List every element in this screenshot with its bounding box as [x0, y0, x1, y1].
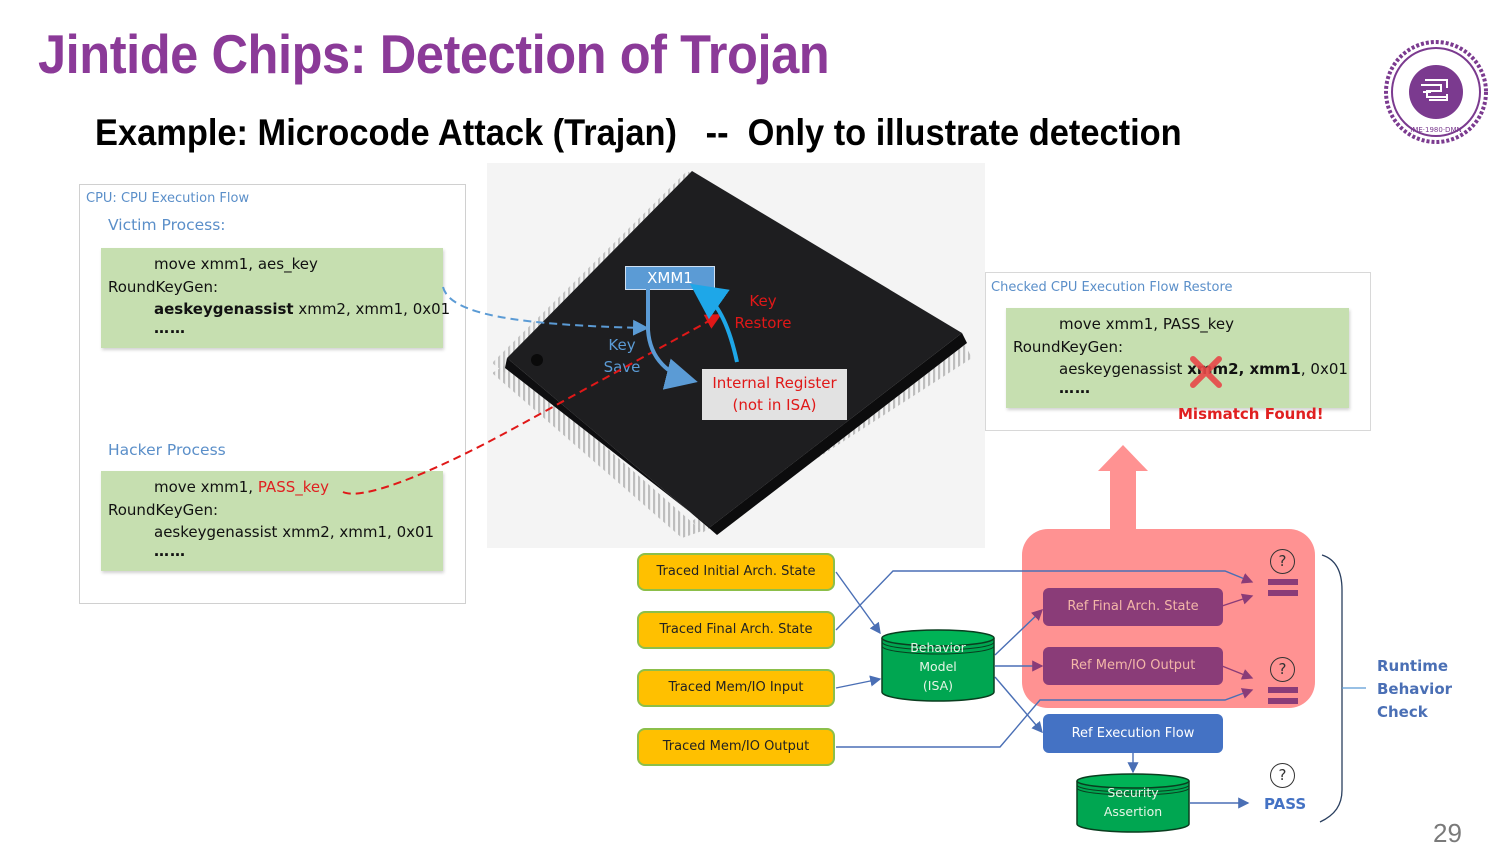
xmm1-register: XMM1	[625, 266, 715, 290]
question-icon: ?	[1270, 657, 1295, 682]
instruction-keyword: aeskeygenassist	[154, 300, 294, 318]
code-line: aeskeygenassist xmm2, xmm1, 0x01	[108, 298, 450, 321]
pass-key-highlight: PASS_key	[257, 478, 329, 496]
runtime-behavior-check-label: Runtime Behavior Check	[1377, 655, 1452, 724]
key-save-line1: Key	[608, 336, 636, 354]
question-icon: ?	[1270, 549, 1295, 574]
key-restore-line1: Key	[749, 292, 777, 310]
behavior-model-line1: Behavior	[910, 640, 966, 655]
operand-separator: ,	[1238, 360, 1250, 378]
victim-process-heading: Victim Process:	[108, 216, 226, 234]
security-assertion-line1: Security	[1107, 785, 1159, 800]
ref-final-arch-state: Ref Final Arch. State	[1043, 588, 1223, 626]
code-ellipsis: ……	[154, 541, 186, 560]
code-line: move xmm1, PASS_key	[1059, 315, 1234, 333]
runtime-check-brace	[1319, 554, 1343, 823]
code-ellipsis: ……	[1059, 378, 1091, 397]
internal-register-note: (not in ISA)	[732, 396, 817, 414]
pass-label: PASS	[1264, 795, 1307, 813]
question-icon: ?	[1270, 763, 1295, 788]
key-restore-line2: Restore	[734, 314, 792, 332]
svg-text:IME·1980·DMN: IME·1980·DMN	[1410, 126, 1461, 134]
checked-code-box: move xmm1, PASS_key RoundKeyGen: aeskeyg…	[1006, 308, 1349, 408]
instruction-keyword: aeskeygenassist	[1059, 360, 1188, 378]
traced-mem-io-input: Traced Mem/IO Input	[637, 669, 835, 707]
ref-execution-flow: Ref Execution Flow	[1043, 714, 1223, 753]
behavior-model-cylinder	[881, 629, 995, 702]
operand-rest: , 0x01	[1300, 360, 1348, 378]
traced-mem-io-output: Traced Mem/IO Output	[637, 728, 835, 766]
code-line: RoundKeyGen:	[1013, 337, 1124, 356]
runtime-check-line3: Check	[1377, 703, 1428, 721]
code-line: move xmm1, aes_key	[154, 255, 318, 273]
behavior-model-line2: Model	[919, 659, 957, 674]
chip-photo	[487, 163, 985, 548]
code-ellipsis: ……	[154, 318, 186, 337]
chip-graphic	[492, 171, 972, 538]
connector-input-to-model	[835, 675, 882, 689]
operand-xmm1: xmm1	[1249, 360, 1301, 378]
page-number: 29	[1433, 818, 1462, 848]
hacker-code-box: move xmm1, PASS_key RoundKeyGen: aeskeyg…	[101, 471, 443, 571]
code-line: move xmm1, PASS_key	[108, 476, 443, 499]
code-line: RoundKeyGen:	[108, 500, 219, 519]
equals-icon	[1268, 579, 1298, 597]
code-line: aeskeygenassist xmm2, xmm1, 0x01	[1013, 358, 1349, 381]
behavior-model-line3: (ISA)	[922, 678, 954, 693]
instruction-operands: xmm2, xmm1, 0x01	[293, 300, 451, 318]
up-arrow-icon	[1098, 445, 1148, 535]
traced-final-arch-state: Traced Final Arch. State	[637, 611, 835, 649]
connector-initial-to-model	[835, 571, 881, 635]
code-line: RoundKeyGen:	[108, 277, 219, 296]
victim-code-box: move xmm1, aes_key RoundKeyGen: aeskeyge…	[101, 248, 450, 348]
security-assertion-cylinder	[1076, 773, 1190, 833]
behavior-model-label: Behavior Model (ISA)	[880, 638, 996, 695]
cpu-panel-caption: CPU: CPU Execution Flow	[86, 191, 250, 206]
security-assertion-label: Security Assertion	[1075, 783, 1191, 821]
key-save-line2: Save	[603, 358, 641, 376]
internal-register-label: Internal Register	[712, 374, 837, 392]
hacker-process-heading: Hacker Process	[108, 441, 226, 459]
red-x-icon	[1190, 356, 1222, 388]
slide-title: Jintide Chips: Detection of Trojan	[38, 23, 830, 85]
runtime-check-line2: Behavior	[1377, 680, 1453, 698]
key-save-label: Key Save	[598, 334, 646, 378]
internal-register-box: Internal Register (not in ISA)	[702, 369, 847, 420]
key-restore-label: Key Restore	[730, 290, 796, 334]
instruction-prefix: move xmm1,	[154, 478, 258, 496]
slide-subtitle: Example: Microcode Attack (Trajan) -- On…	[95, 112, 1182, 153]
ref-mem-io-output: Ref Mem/IO Output	[1043, 647, 1223, 685]
equals-icon	[1268, 687, 1298, 705]
university-seal-icon: IME·1980·DMN	[1384, 40, 1488, 144]
mismatch-found-label: Mismatch Found!	[1178, 405, 1324, 423]
traced-initial-arch-state: Traced Initial Arch. State	[637, 553, 835, 591]
security-assertion-line2: Assertion	[1103, 804, 1163, 819]
code-line: aeskeygenassist xmm2, xmm1, 0x01	[154, 523, 435, 541]
checked-panel-caption: Checked CPU Execution Flow Restore	[991, 280, 1233, 295]
runtime-check-line1: Runtime	[1377, 657, 1449, 675]
